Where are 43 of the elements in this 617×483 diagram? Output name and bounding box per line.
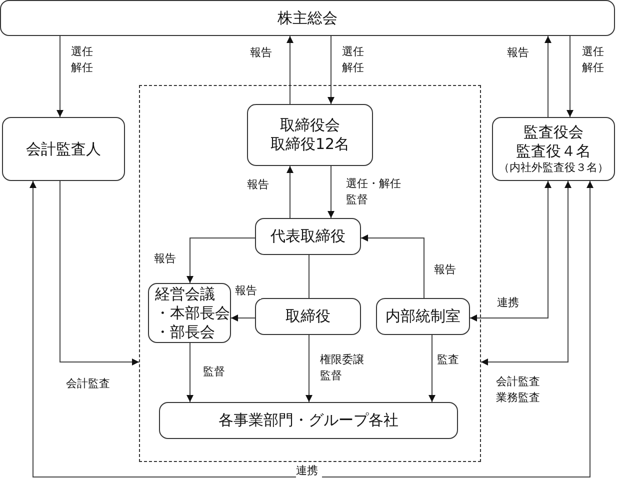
box-title: 内部統制室 — [386, 307, 460, 326]
connector-line — [308, 254, 310, 298]
box-title: 取締役12名 — [270, 135, 350, 154]
org-box — [247, 104, 373, 166]
connector-arrow — [230, 314, 256, 322]
connector-arrow — [186, 342, 194, 402]
list-item: ・本部長会 — [155, 304, 230, 322]
org-box — [159, 402, 458, 439]
connector-arrow — [428, 334, 436, 402]
connector-arrow — [328, 166, 334, 218]
box-title: （内社外監査役３名） — [498, 161, 608, 175]
connector-arrow — [60, 180, 140, 366]
org-box — [492, 117, 615, 181]
connector-arrow — [470, 180, 552, 322]
box-title: 代表取締役 — [270, 227, 346, 246]
box-title: 株主総会 — [278, 8, 338, 28]
connector-arrow — [360, 234, 424, 298]
box-title: 各事業部門・グループ各社 — [218, 411, 398, 430]
connector-arrow — [306, 334, 312, 402]
org-box — [2, 117, 125, 181]
connector-arrow — [328, 36, 334, 104]
edge-label: 連携 — [296, 463, 322, 479]
connector-arrow — [544, 36, 552, 118]
org-box — [376, 298, 470, 335]
box-title: 会計監査人 — [26, 140, 101, 158]
edge-label: 報告 — [235, 283, 261, 299]
box-title: 監査役会 — [524, 123, 584, 142]
connector-arrow — [286, 36, 294, 104]
list-item: ・部長会 — [155, 322, 215, 342]
connector-arrow — [56, 36, 64, 118]
box-title: 経営会議 — [155, 284, 215, 304]
connector-arrow — [30, 180, 594, 478]
org-box — [255, 218, 361, 255]
org-box — [255, 298, 361, 335]
box-title: 取締役 — [286, 307, 330, 326]
box-title: 取締役会 — [280, 116, 340, 135]
connector-arrow — [186, 238, 256, 284]
box-title: 監査役４名 — [516, 142, 591, 161]
connector-arrow — [480, 180, 572, 366]
org-box — [0, 0, 615, 36]
org-box — [148, 283, 231, 343]
connector-arrow — [566, 36, 574, 118]
connector-arrow — [286, 166, 294, 218]
